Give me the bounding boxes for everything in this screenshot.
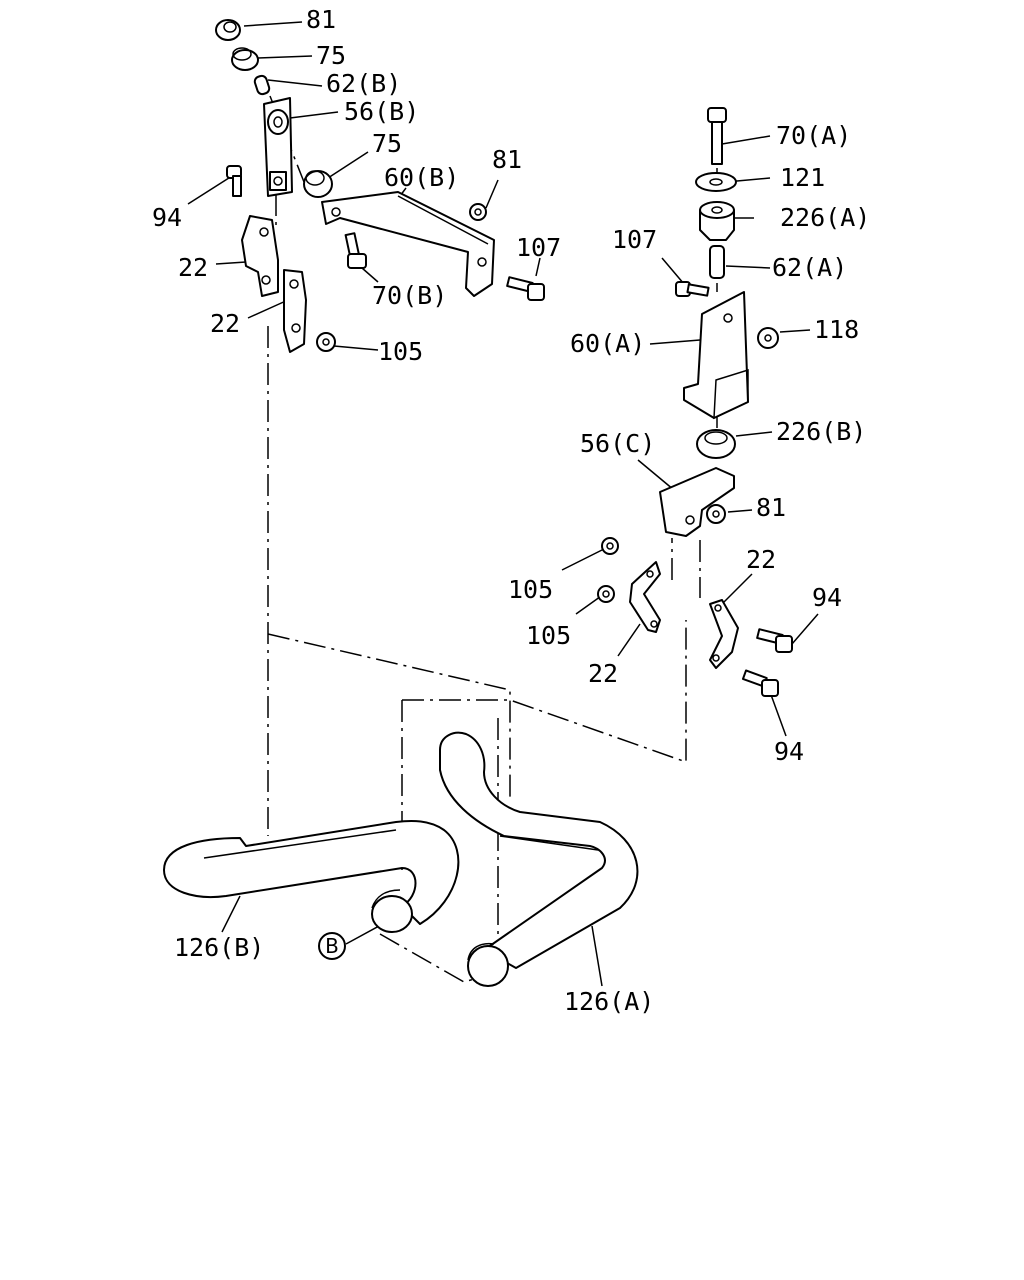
callout-label: 62(B)	[326, 69, 401, 98]
nut-105-left	[316, 332, 336, 352]
callout-label: 107	[516, 233, 561, 262]
rubber-mount-75-top	[231, 47, 259, 71]
nut-81-right	[706, 504, 726, 524]
callout-label: 75	[316, 41, 346, 70]
callout-label: 22	[178, 253, 208, 282]
bracket-60b	[321, 191, 495, 297]
callout-label: 81	[756, 493, 786, 522]
callout-label: 118	[814, 315, 859, 344]
callout-label: 94	[774, 737, 804, 766]
bolt-94-right-lower	[741, 669, 779, 697]
callout-labels: 81 75 62(B) 56(B) 75 60(B) 81 94 22 22 1…	[152, 5, 870, 1016]
callout-label: 60(B)	[384, 163, 459, 192]
rubber-mount-226b	[696, 429, 736, 459]
bracket-60a	[683, 291, 749, 420]
bolt-94-right-upper	[756, 628, 793, 653]
nut-105-right-lower	[597, 585, 615, 603]
bolt-94-left	[226, 165, 242, 197]
callout-label: 94	[152, 203, 182, 232]
callout-label: 94	[812, 583, 842, 612]
rubber-mount-75-lower	[303, 170, 333, 198]
collar-62b	[253, 74, 271, 96]
callout-label: 226(B)	[776, 417, 866, 446]
bolt-107-right	[675, 281, 710, 297]
clamp-22-left-upper	[241, 215, 279, 297]
callout-label: 70(A)	[776, 121, 851, 150]
callout-label: 105	[508, 575, 553, 604]
callout-label: 105	[378, 337, 423, 366]
bolt-107-left	[506, 276, 545, 301]
nut-118	[757, 327, 779, 349]
callout-label: 105	[526, 621, 571, 650]
reference-marker-label: B	[325, 934, 339, 958]
bolt-70a	[707, 107, 727, 165]
callout-label: 121	[780, 163, 825, 192]
clamp-22-left-lower	[283, 269, 307, 353]
callout-label: 56(C)	[580, 429, 655, 458]
callout-label: 126(A)	[564, 987, 654, 1016]
nut-105-right-upper	[601, 537, 619, 555]
callout-label: 70(B)	[372, 281, 447, 310]
callout-label: 22	[746, 545, 776, 574]
clamp-22-right-right	[709, 599, 739, 669]
callout-label: 107	[612, 225, 657, 254]
exhaust-pipe-126b	[163, 820, 460, 933]
collar-62a	[709, 245, 725, 279]
callout-label: 22	[210, 309, 240, 338]
callout-label: 56(B)	[344, 97, 419, 126]
clamp-22-right-left	[629, 561, 661, 633]
rubber-mount-226a	[699, 201, 735, 241]
bolt-70b	[344, 232, 367, 269]
nut-81-top	[215, 19, 241, 41]
washer-121	[695, 172, 737, 192]
callout-label: 60(A)	[570, 329, 645, 358]
reference-marker-b: B	[318, 932, 346, 960]
callout-label: 62(A)	[772, 253, 847, 282]
nut-81-bracket	[469, 203, 487, 221]
callout-label: 81	[306, 5, 336, 34]
bracket-56b	[263, 97, 293, 197]
callout-label: 81	[492, 145, 522, 174]
bracket-56c	[659, 467, 735, 537]
callout-label: 126(B)	[174, 933, 264, 962]
callout-label: 22	[588, 659, 618, 688]
exhaust-pipe-126a	[439, 731, 639, 987]
callout-label: 226(A)	[780, 203, 870, 232]
callout-label: 75	[372, 129, 402, 158]
